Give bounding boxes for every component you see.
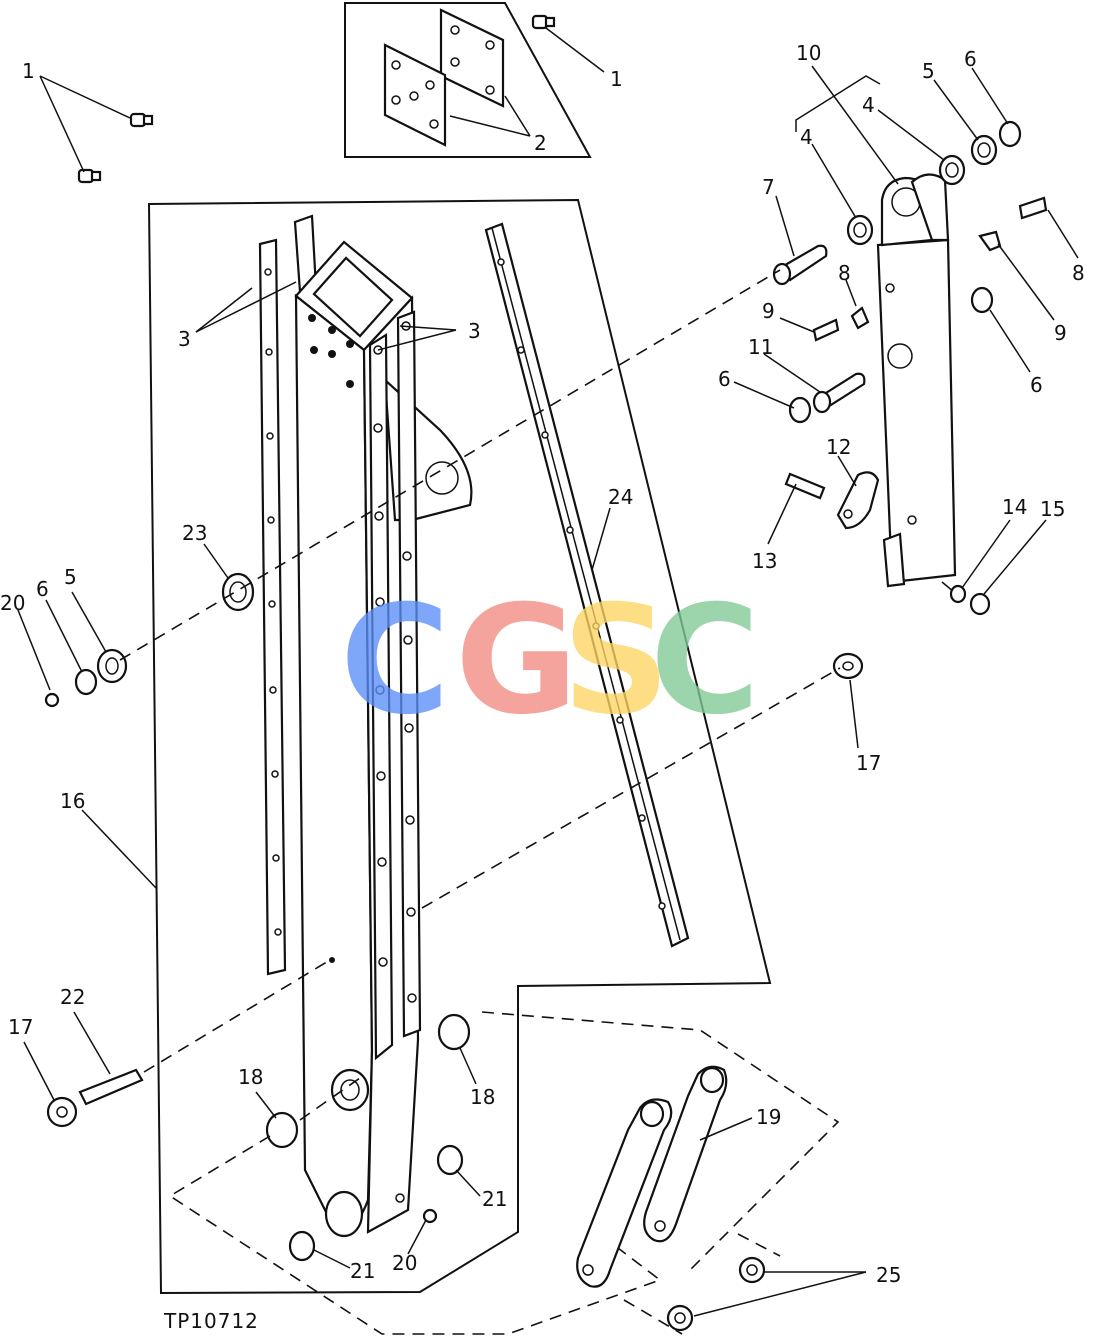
grease-fitting-20 — [44, 692, 60, 708]
callout-14: 14 — [1002, 495, 1027, 519]
callout-6d: 6 — [36, 577, 49, 601]
callout-1b: 1 — [610, 67, 623, 91]
callout-16: 16 — [60, 789, 85, 813]
bushing-21a — [436, 1144, 464, 1176]
callout-23: 23 — [182, 521, 207, 545]
callout-20b: 20 — [392, 1251, 417, 1275]
bolt-9 — [812, 318, 840, 342]
bushing-18c — [437, 1013, 471, 1051]
callout-5b: 5 — [64, 565, 77, 589]
callout-3b: 3 — [468, 319, 481, 343]
pin-22 — [78, 1068, 144, 1106]
bushing-23 — [221, 572, 255, 612]
callout-17a: 17 — [856, 751, 881, 775]
cylinder-arm — [836, 173, 957, 588]
watermark-letter-c1: C — [340, 574, 450, 748]
callout-25: 25 — [876, 1263, 901, 1287]
callout-2: 2 — [534, 131, 547, 155]
washer-5 — [970, 134, 998, 166]
clip-9 — [978, 230, 1002, 252]
pin-11 — [812, 372, 866, 414]
callout-19: 19 — [756, 1105, 781, 1129]
snap-ring-6c — [788, 396, 812, 424]
callout-9a: 9 — [762, 299, 775, 323]
bushing-4b — [938, 154, 966, 186]
bushing-18b — [265, 1111, 299, 1149]
nut-25b — [666, 1304, 694, 1332]
bushing-18a — [330, 1068, 370, 1112]
callout-6c: 6 — [718, 367, 731, 391]
callout-8a: 8 — [1072, 261, 1085, 285]
clip-8 — [850, 306, 870, 330]
callout-12: 12 — [826, 435, 851, 459]
washer-5-left — [96, 648, 128, 684]
nut-15 — [969, 592, 991, 616]
wear-plates — [383, 8, 505, 147]
watermark-letter-c2: C — [650, 574, 760, 748]
bushing-4a — [846, 214, 874, 246]
pin-7 — [772, 244, 828, 286]
right-small-parts — [772, 120, 1048, 616]
watermark-letter-s: S — [562, 574, 670, 748]
grease-20-bottom — [422, 1208, 438, 1224]
washer-17b — [46, 1096, 78, 1128]
snap-ring-6a — [998, 120, 1022, 148]
nut-25a — [738, 1256, 766, 1284]
watermark-letter-g: G — [455, 574, 578, 748]
callout-24: 24 — [608, 485, 633, 509]
callout-7: 7 — [762, 175, 775, 199]
bushing-21b — [288, 1230, 316, 1262]
bolt-13 — [784, 472, 826, 500]
snap-ring-6b — [970, 286, 994, 314]
callout-15: 15 — [1040, 497, 1065, 521]
callout-4a: 4 — [800, 125, 813, 149]
callout-20a: 20 — [0, 591, 25, 615]
callout-5a: 5 — [922, 59, 935, 83]
callout-13: 13 — [752, 549, 777, 573]
watermark: C G S C — [340, 574, 760, 748]
alignment-lines — [119, 269, 955, 1335]
bottom-bushings — [265, 1013, 471, 1262]
callout-6a: 6 — [964, 47, 977, 71]
callout-6b: 6 — [1030, 373, 1043, 397]
lock-nuts — [666, 1256, 766, 1332]
washer-17a — [832, 652, 864, 680]
callout-18a: 18 — [238, 1065, 263, 1089]
callout-9b: 9 — [1054, 321, 1067, 345]
callout-10: 10 — [796, 41, 821, 65]
callout-21b: 21 — [350, 1259, 375, 1283]
callout-8b: 8 — [838, 261, 851, 285]
callout-17b: 17 — [8, 1015, 33, 1039]
callout-22: 22 — [60, 985, 85, 1009]
callout-4b: 4 — [862, 93, 875, 117]
link-arms — [576, 1065, 728, 1288]
left-small-parts — [44, 572, 864, 1128]
main-assembly-frame — [147, 198, 772, 1295]
callout-labels: 1 1 2 3 3 4 4 5 5 6 6 6 6 7 8 8 9 9 10 1… — [0, 41, 1085, 1287]
strip-holes-left — [264, 268, 282, 936]
callout-11: 11 — [748, 335, 773, 359]
long-wear-strip — [484, 222, 690, 948]
washer-14 — [949, 584, 967, 604]
cap-screws — [77, 14, 556, 184]
figure-reference-code: TP10712 — [163, 1309, 259, 1333]
inset-frame-plates — [344, 2, 592, 158]
callout-18b: 18 — [470, 1085, 495, 1109]
leader-lines — [17, 27, 1079, 1317]
callout-3a: 3 — [178, 327, 191, 351]
snap-ring-6-left — [74, 668, 98, 696]
callout-21a: 21 — [482, 1187, 507, 1211]
bolt-8 — [1018, 196, 1048, 220]
callout-1a: 1 — [22, 59, 35, 83]
